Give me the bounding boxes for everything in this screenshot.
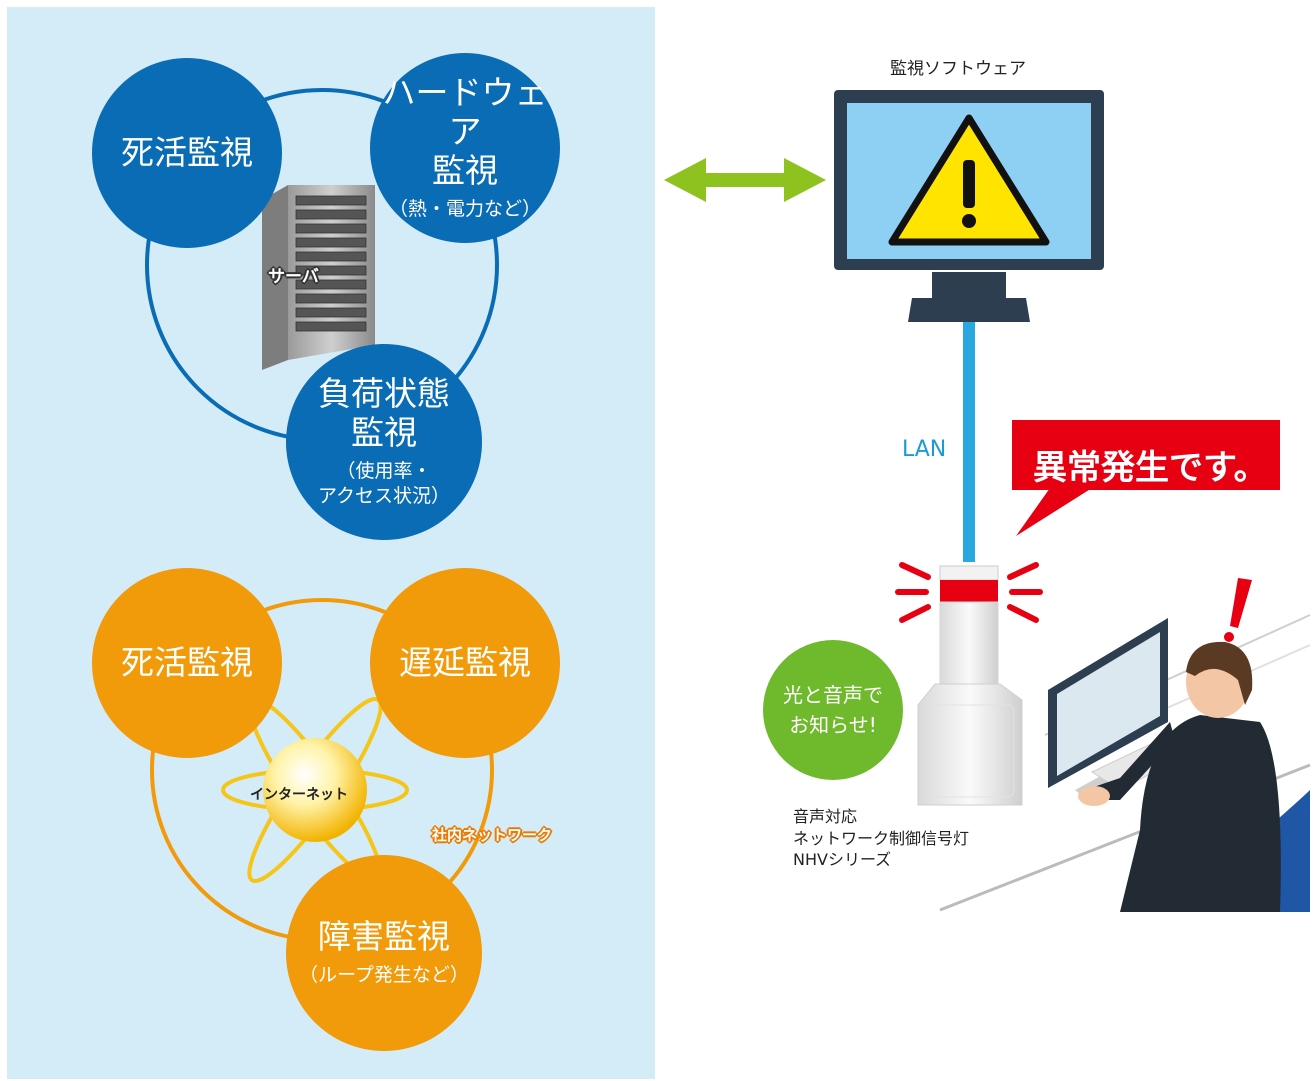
circle-title: ハードウェア 監視 <box>382 73 548 191</box>
alert-speech-bubble <box>1012 420 1280 536</box>
lan-label: LAN <box>902 437 947 462</box>
signal-light-tower-icon <box>917 565 1023 806</box>
two-way-arrow-icon <box>664 158 826 202</box>
product-line: NHVシリーズ <box>793 850 892 870</box>
internal-network-label: 社内ネットワーク <box>432 826 553 844</box>
server-alive-monitor-circle: 死活監視 <box>92 58 282 248</box>
circle-title: 死活監視 <box>121 642 253 682</box>
notify-badge-text: 光と音声で お知らせ! <box>783 683 883 737</box>
operator-at-desk-illustration <box>939 614 1311 912</box>
internet-label: インターネット <box>250 787 348 803</box>
latency-monitor-circle: 遅延監視 <box>370 568 560 758</box>
network-alive-monitor-circle: 死活監視 <box>92 568 282 758</box>
server-rack-icon <box>262 185 375 370</box>
circle-subtitle: （使用率・ アクセス状況） <box>317 460 451 507</box>
lan-cable <box>963 322 975 562</box>
load-monitor-circle: 負荷状態 監視 （使用率・ アクセス状況） <box>286 344 482 540</box>
alarm-rays-icon <box>895 562 1043 623</box>
product-line: ネットワーク制御信号灯 <box>793 828 970 848</box>
product-caption: 音声対応 ネットワーク制御信号灯 NHVシリーズ <box>793 806 969 871</box>
circle-subtitle: （熱・電力など） <box>388 198 541 221</box>
software-title: 監視ソフトウェア <box>890 59 1026 79</box>
circle-title: 死活監視 <box>121 132 253 172</box>
circle-title: 遅延監視 <box>399 642 531 682</box>
hardware-monitor-circle: ハードウェア 監視 （熱・電力など） <box>370 53 560 243</box>
circle-subtitle: （ループ発生など） <box>299 964 469 987</box>
alert-bubble-text: 異常発生です。 <box>1033 448 1268 488</box>
monitor-icon <box>834 90 1104 322</box>
notify-badge: 光と音声で お知らせ! <box>763 640 903 780</box>
server-label: サーバ <box>268 267 319 287</box>
product-line: 音声対応 <box>793 807 858 826</box>
exclamation-icon <box>1224 578 1252 642</box>
circle-title: 負荷状態 監視 <box>318 374 450 453</box>
circle-title: 障害監視 <box>318 917 450 957</box>
failure-monitor-circle: 障害監視 （ループ発生など） <box>286 855 482 1051</box>
